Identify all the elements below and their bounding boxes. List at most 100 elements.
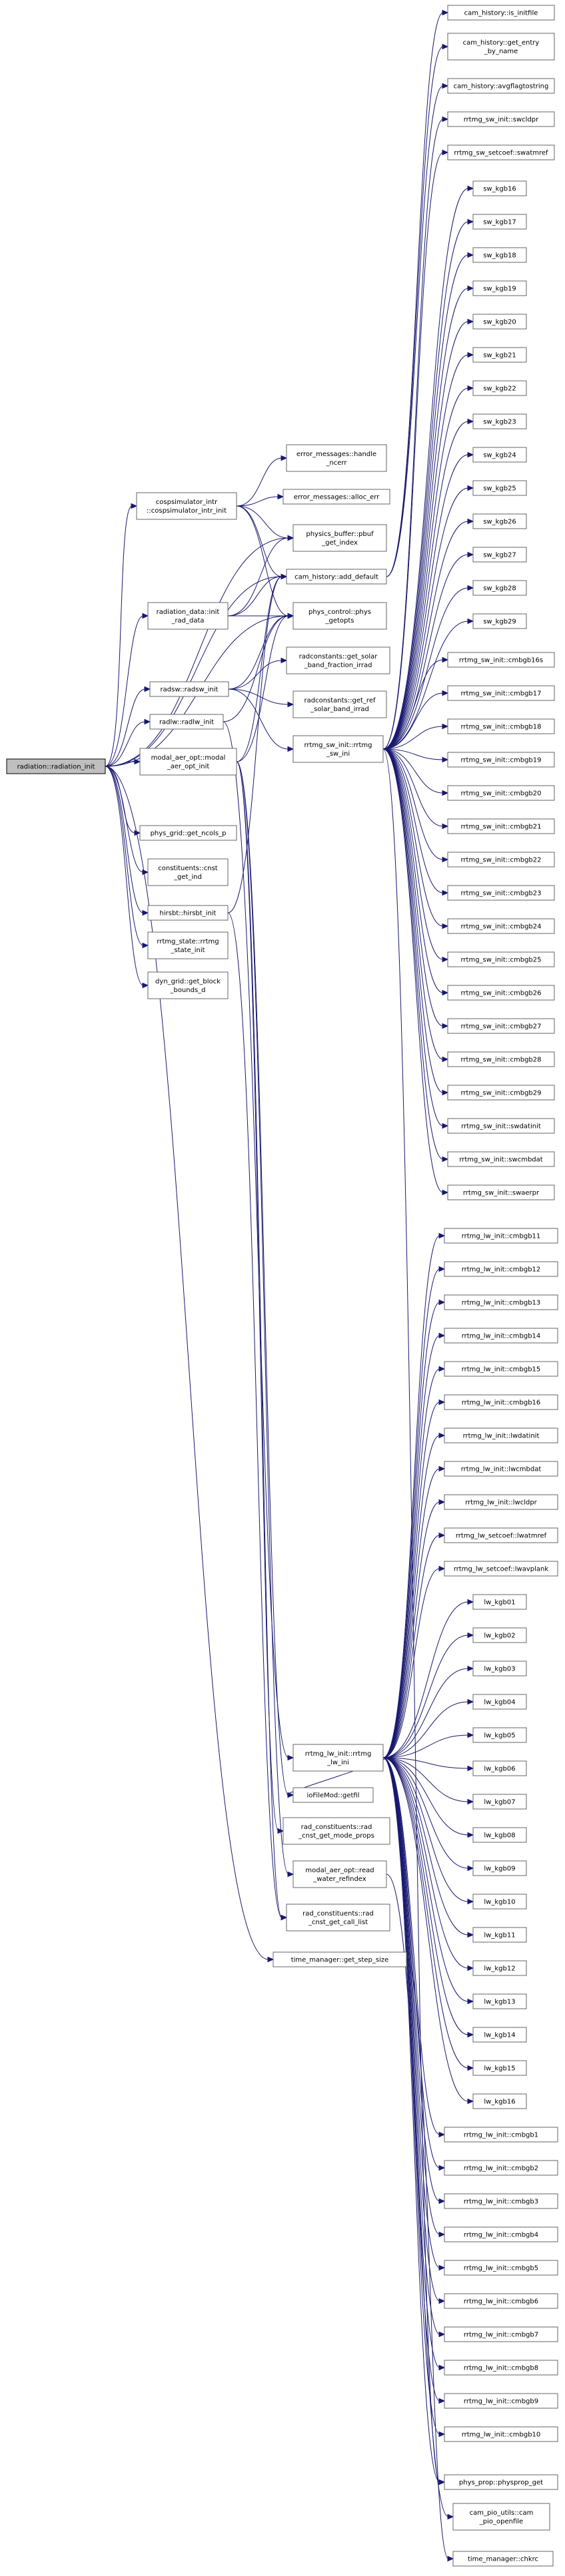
node-sw-kgb27[interactable]: sw_kgb27	[472, 547, 527, 563]
node-lw-kgb04[interactable]: lw_kgb04	[472, 1694, 527, 1710]
node-lw-cmbgb16[interactable]: rrtmg_lw_init::cmbgb16	[444, 1394, 558, 1410]
node-sw-kgb25[interactable]: sw_kgb25	[472, 480, 527, 496]
node-swcmbdat[interactable]: rrtmg_sw_init::swcmbdat	[447, 1151, 555, 1167]
node-sw-kgb18[interactable]: sw_kgb18	[472, 247, 527, 263]
node-get-step-size[interactable]: time_manager::get_step_size	[273, 1951, 407, 1967]
node-sw-cmbgb29[interactable]: rrtmg_sw_init::cmbgb29	[447, 1085, 555, 1101]
node-cospsim-init[interactable]: cospsimulator_intr::cospsimulator_intr_i…	[136, 492, 237, 520]
node-lwcldpr[interactable]: rrtmg_lw_init::lwcldpr	[444, 1494, 558, 1510]
node-rad-cnst-get-call-list[interactable]: rad_constituents::rad_cnst_get_call_list	[286, 1904, 390, 1932]
node-lw-cmbgb6[interactable]: rrtmg_lw_init::cmbgb6	[444, 2293, 558, 2309]
node-sw-kgb29[interactable]: sw_kgb29	[472, 613, 527, 629]
node-lw-kgb15[interactable]: lw_kgb15	[472, 2060, 527, 2076]
node-rad-cnst-get-mode-props[interactable]: rad_constituents::rad_cnst_get_mode_prop…	[282, 1817, 390, 1845]
node-lw-cmbgb13[interactable]: rrtmg_lw_init::cmbgb13	[444, 1294, 558, 1310]
node-sw-cmbgb17[interactable]: rrtmg_sw_init::cmbgb17	[447, 685, 555, 701]
node-is-initfile[interactable]: cam_history::is_initfile	[447, 5, 555, 21]
node-rad-data-init[interactable]: radiation_data::init_rad_data	[147, 602, 229, 630]
node-lw-kgb11[interactable]: lw_kgb11	[472, 1927, 527, 1943]
node-lw-cmbgb15[interactable]: rrtmg_lw_init::cmbgb15	[444, 1361, 558, 1377]
node-modal-aer-opt-init[interactable]: modal_aer_opt::modal_aer_opt_init	[139, 748, 237, 776]
node-sw-cmbgb22[interactable]: rrtmg_sw_init::cmbgb22	[447, 852, 555, 868]
node-lw-kgb16[interactable]: lw_kgb16	[472, 2093, 527, 2109]
node-swaerpr[interactable]: rrtmg_sw_init::swaerpr	[447, 1184, 555, 1200]
node-pbuf-get-index[interactable]: physics_buffer::pbuf_get_index	[292, 524, 387, 552]
node-sw-cmbgb25[interactable]: rrtmg_sw_init::cmbgb25	[447, 951, 555, 967]
node-lw-kgb01[interactable]: lw_kgb01	[472, 1594, 527, 1610]
node-lwavplank[interactable]: rrtmg_lw_setcoef::lwavplank	[444, 1561, 558, 1577]
node-get-ref-solar-band-irrad[interactable]: radconstants::get_ref_solar_band_irrad	[292, 690, 387, 718]
node-sw-kgb21[interactable]: sw_kgb21	[472, 347, 527, 363]
node-sw-cmbgb23[interactable]: rrtmg_sw_init::cmbgb23	[447, 885, 555, 901]
node-sw-kgb19[interactable]: sw_kgb19	[472, 280, 527, 296]
node-sw-kgb26[interactable]: sw_kgb26	[472, 513, 527, 529]
node-rrtmg-sw-ini[interactable]: rrtmg_sw_init::rrtmg_sw_ini	[292, 735, 384, 763]
node-sw-kgb23[interactable]: sw_kgb23	[472, 413, 527, 429]
node-sw-kgb20[interactable]: sw_kgb20	[472, 314, 527, 330]
node-getfil[interactable]: ioFileMod::getfil	[292, 1787, 374, 1803]
node-get-entry-by-name[interactable]: cam_history::get_entry_by_name	[447, 33, 555, 61]
node-lw-cmbgb12[interactable]: rrtmg_lw_init::cmbgb12	[444, 1261, 558, 1277]
node-lw-cmbgb5[interactable]: rrtmg_lw_init::cmbgb5	[444, 2260, 558, 2276]
node-radlw-init[interactable]: radlw::radlw_init	[149, 714, 224, 730]
node-add-default[interactable]: cam_history::add_default	[286, 569, 387, 585]
node-swdatinit[interactable]: rrtmg_sw_init::swdatinit	[447, 1118, 555, 1134]
node-sw-cmbgb18[interactable]: rrtmg_sw_init::cmbgb18	[447, 718, 555, 734]
node-sw-cmbgb20[interactable]: rrtmg_sw_init::cmbgb20	[447, 785, 555, 801]
node-avgflag2str[interactable]: cam_history::avgflagtostring	[447, 78, 555, 94]
node-lw-kgb07[interactable]: lw_kgb07	[472, 1794, 527, 1810]
node-sw-cmbgb19[interactable]: rrtmg_sw_init::cmbgb19	[447, 752, 555, 768]
node-sw-cmbgb27[interactable]: rrtmg_sw_init::cmbgb27	[447, 1018, 555, 1034]
node-rrtmg-lw-ini[interactable]: rrtmg_lw_init::rrtmg_lw_ini	[292, 1744, 384, 1772]
node-lw-kgb13[interactable]: lw_kgb13	[472, 1993, 527, 2009]
node-get-block-bounds-d[interactable]: dyn_grid::get_block_bounds_d	[147, 971, 229, 999]
node-lw-kgb14[interactable]: lw_kgb14	[472, 2027, 527, 2043]
node-lw-kgb12[interactable]: lw_kgb12	[472, 1960, 527, 1976]
node-cnst-get-ind[interactable]: constituents::cnst_get_ind	[147, 858, 229, 886]
node-lw-cmbgb3[interactable]: rrtmg_lw_init::cmbgb3	[444, 2193, 558, 2209]
node-lw-kgb09[interactable]: lw_kgb09	[472, 1860, 527, 1876]
node-lwatmref[interactable]: rrtmg_lw_setcoef::lwatmref	[444, 1527, 558, 1543]
node-chkrc[interactable]: time_manager::chkrc	[452, 2551, 554, 2567]
node-lw-kgb03[interactable]: lw_kgb03	[472, 1661, 527, 1676]
node-hirsbt-init[interactable]: hirsbt::hirsbt_init	[147, 905, 229, 921]
node-lw-kgb05[interactable]: lw_kgb05	[472, 1727, 527, 1743]
node-lw-cmbgb2[interactable]: rrtmg_lw_init::cmbgb2	[444, 2160, 558, 2176]
node-lwcmbdat[interactable]: rrtmg_lw_init::lwcmbdat	[444, 1461, 558, 1477]
node-cam-pio-openfile[interactable]: cam_pio_utils::cam_pio_openfile	[452, 2503, 550, 2531]
node-physprop-get[interactable]: phys_prop::physprop_get	[444, 2474, 558, 2490]
node-lw-kgb02[interactable]: lw_kgb02	[472, 1627, 527, 1643]
node-lw-cmbgb14[interactable]: rrtmg_lw_init::cmbgb14	[444, 1328, 558, 1344]
node-lw-cmbgb10[interactable]: rrtmg_lw_init::cmbgb10	[444, 2426, 558, 2442]
node-alloc-err[interactable]: error_messages::alloc_err	[282, 489, 390, 505]
node-sw-kgb22[interactable]: sw_kgb22	[472, 380, 527, 396]
node-sw-cmbgb16s[interactable]: rrtmg_sw_init::cmbgb16s	[447, 652, 555, 668]
node-sw-cmbgb26[interactable]: rrtmg_sw_init::cmbgb26	[447, 985, 555, 1001]
node-handle-ncerr[interactable]: error_messages::handle_ncerr	[286, 444, 387, 472]
node-lw-cmbgb1[interactable]: rrtmg_lw_init::cmbgb1	[444, 2127, 558, 2143]
node-lw-cmbgb9[interactable]: rrtmg_lw_init::cmbgb9	[444, 2393, 558, 2409]
node-lw-kgb06[interactable]: lw_kgb06	[472, 1760, 527, 1776]
node-lw-kgb10[interactable]: lw_kgb10	[472, 1894, 527, 1910]
node-swatmref[interactable]: rrtmg_sw_setcoef::swatmref	[447, 144, 555, 160]
node-get-solar-band-fraction-irrad[interactable]: radconstants::get_solar_band_fraction_ir…	[286, 646, 390, 674]
node-radiation-init[interactable]: radiation::radiation_init	[6, 758, 106, 774]
node-lw-cmbgb7[interactable]: rrtmg_lw_init::cmbgb7	[444, 2326, 558, 2342]
node-lw-cmbgb8[interactable]: rrtmg_lw_init::cmbgb8	[444, 2360, 558, 2376]
node-lw-cmbgb4[interactable]: rrtmg_lw_init::cmbgb4	[444, 2226, 558, 2242]
node-lw-kgb08[interactable]: lw_kgb08	[472, 1827, 527, 1843]
node-sw-cmbgb21[interactable]: rrtmg_sw_init::cmbgb21	[447, 818, 555, 834]
node-sw-cmbgb28[interactable]: rrtmg_sw_init::cmbgb28	[447, 1051, 555, 1067]
node-radsw-init[interactable]: radsw::radsw_init	[149, 681, 229, 697]
node-read-water-refindex[interactable]: modal_aer_opt::read_water_refindex	[292, 1860, 387, 1888]
node-swcldpr[interactable]: rrtmg_sw_init::swcldpr	[447, 111, 555, 127]
node-sw-kgb16[interactable]: sw_kgb16	[472, 180, 527, 196]
node-rrtmg-state-init[interactable]: rrtmg_state::rrtmg_state_init	[147, 931, 229, 959]
node-get-ncols-p[interactable]: phys_grid::get_ncols_p	[139, 825, 237, 841]
node-lw-cmbgb11[interactable]: rrtmg_lw_init::cmbgb11	[444, 1228, 558, 1244]
node-sw-kgb28[interactable]: sw_kgb28	[472, 580, 527, 596]
node-sw-kgb24[interactable]: sw_kgb24	[472, 447, 527, 463]
node-sw-kgb17[interactable]: sw_kgb17	[472, 214, 527, 230]
node-phys-getopts[interactable]: phys_control::phys_getopts	[292, 602, 387, 630]
node-sw-cmbgb24[interactable]: rrtmg_sw_init::cmbgb24	[447, 918, 555, 934]
